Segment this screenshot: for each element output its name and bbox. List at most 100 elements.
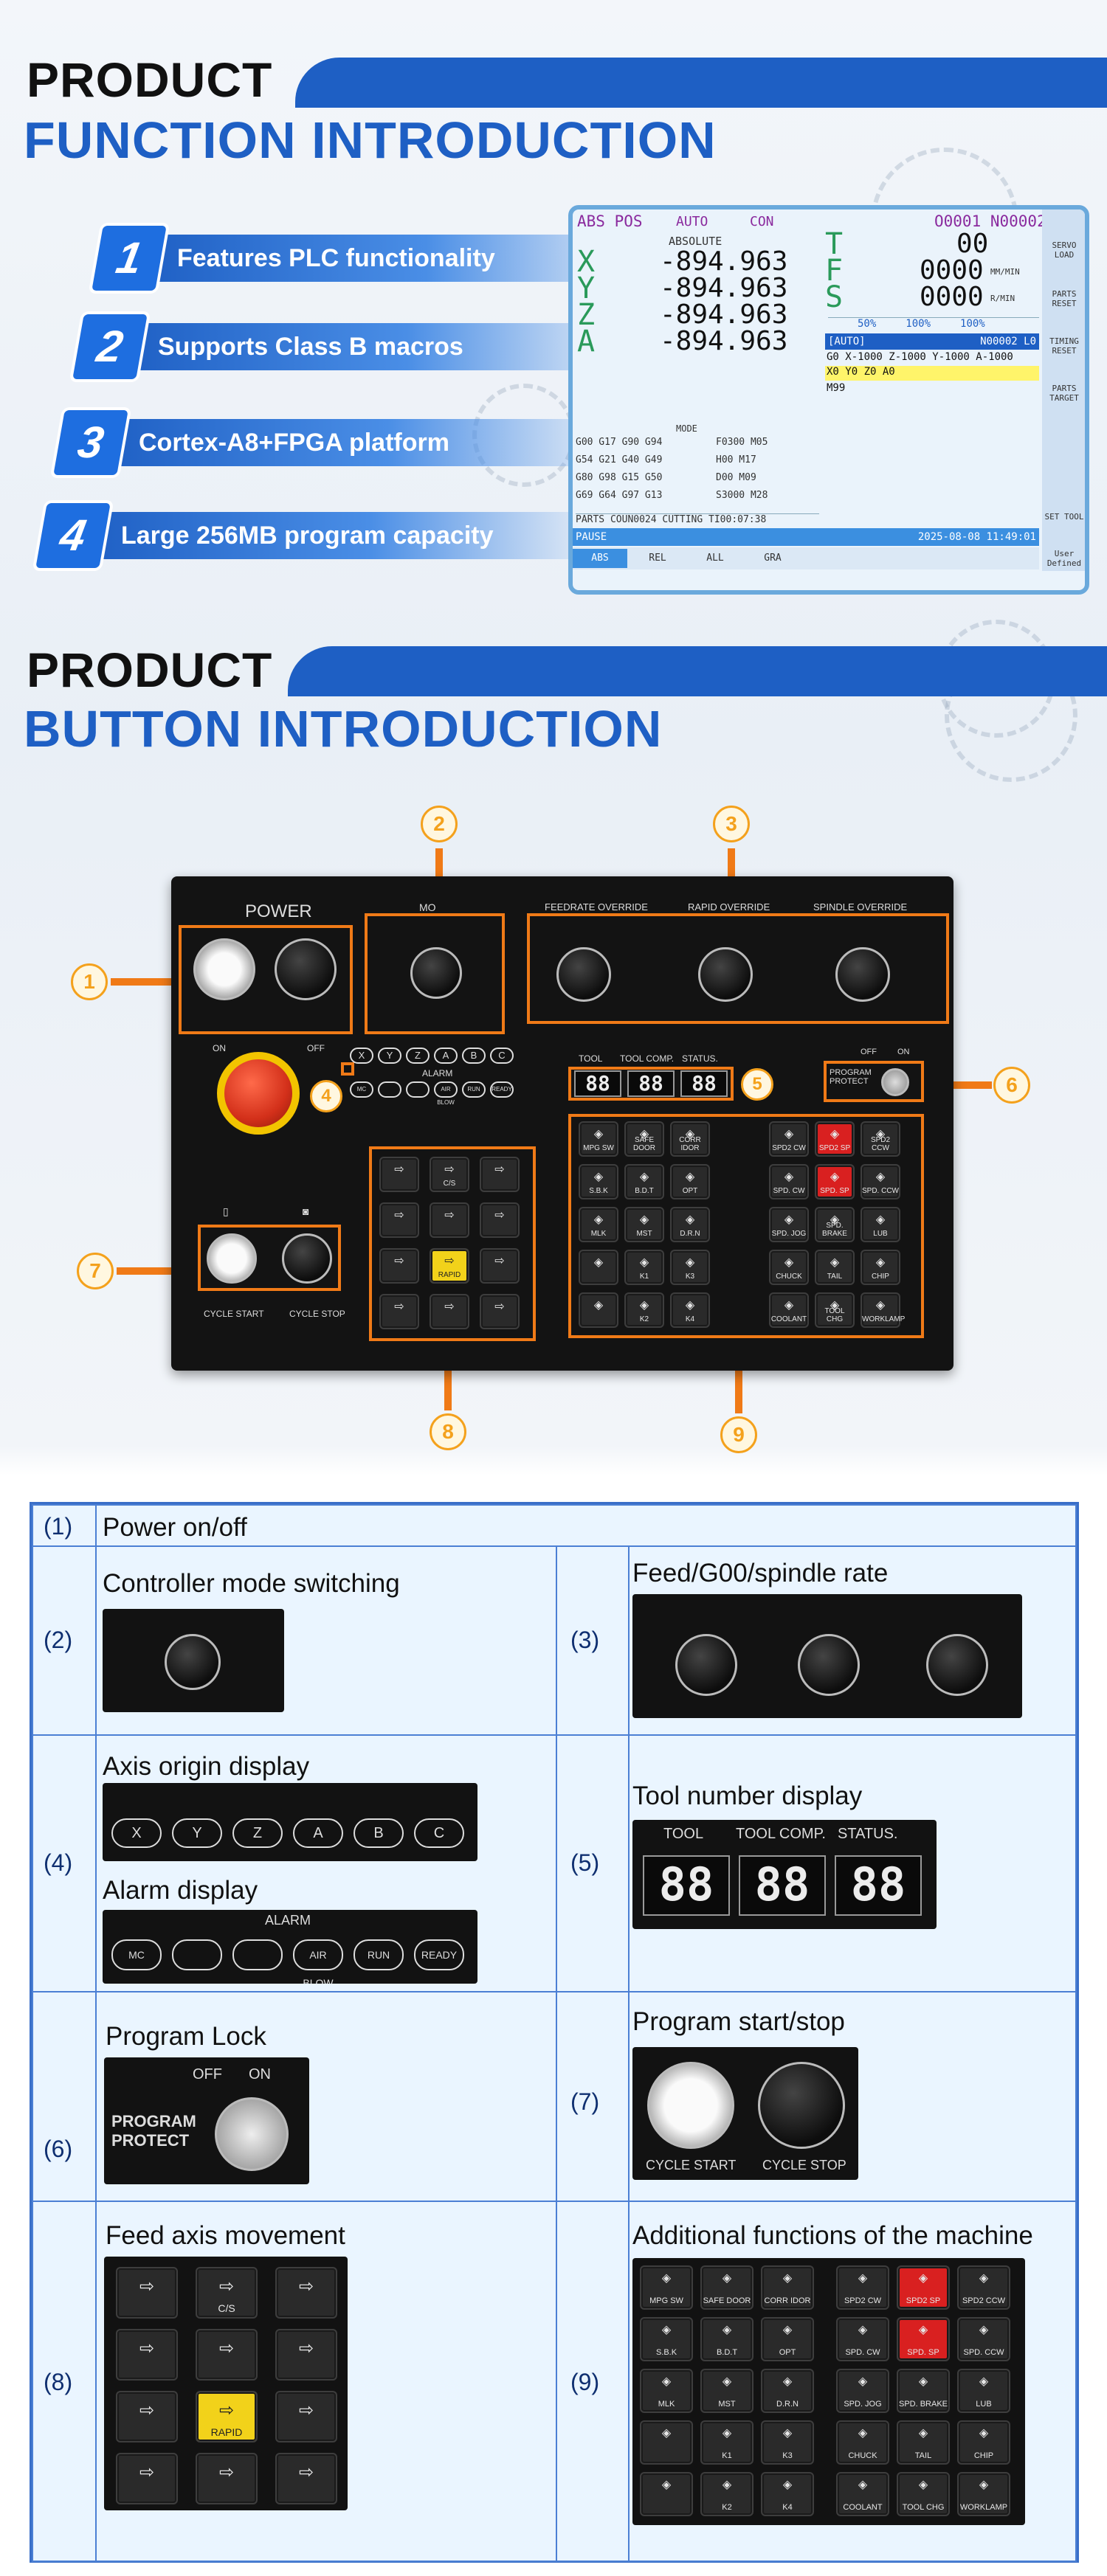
feed-axis-key[interactable]: RAPID⇨	[430, 1248, 469, 1284]
function-key[interactable]: ◈MLK	[579, 1207, 618, 1242]
arrow-icon: ⇨	[494, 1209, 505, 1222]
feed-axis-key[interactable]: ⇨	[379, 1294, 419, 1329]
function-key[interactable]: ◈WORKLAMP	[861, 1292, 905, 1328]
timing-reset-button[interactable]: TIMING RESET	[1049, 336, 1079, 356]
function-key[interactable]: ◈SAFE DOOR	[624, 1121, 664, 1157]
key-label: COOLANT	[843, 2503, 883, 2512]
parts-target-button[interactable]: PARTS TARGET	[1049, 384, 1079, 403]
function-key: ◈K3	[761, 2420, 814, 2465]
function-key[interactable]: ◈SPD. CCW	[861, 1164, 900, 1199]
power-on-button[interactable]	[193, 938, 255, 1000]
feed-axis-key[interactable]: C/S⇨	[430, 1157, 469, 1192]
highlight-box-8	[369, 1146, 536, 1341]
row-8-number: (8)	[32, 2201, 97, 2562]
spindle-override-knob[interactable]	[835, 947, 890, 1002]
function-key[interactable]: ◈K4	[670, 1292, 710, 1328]
feed-axis-key[interactable]: ⇨	[379, 1202, 419, 1238]
function-key[interactable]: ◈SPD2 SP	[815, 1121, 855, 1157]
function-key[interactable]: ◈SPD. CW	[769, 1164, 809, 1199]
function-icon: ◈	[784, 1299, 794, 1312]
highlight-box-6	[824, 1061, 924, 1102]
screen-line: G0 X-1000 Z-1000 Y-1000 A-1000	[827, 351, 1013, 363]
set-tool-button[interactable]: SET TOOL	[1044, 512, 1084, 522]
rapid-override-knob[interactable]	[698, 947, 753, 1002]
power-off-button[interactable]	[275, 938, 337, 1000]
arrow	[111, 978, 183, 986]
function-icon: ◈	[875, 1171, 886, 1183]
function-icon: ◈	[918, 2427, 928, 2440]
function-key[interactable]: ◈CHUCK	[769, 1250, 809, 1285]
feed-axis-key[interactable]: ⇨	[379, 1248, 419, 1284]
function-key[interactable]: ◈	[579, 1292, 618, 1328]
cycle-start-button[interactable]	[207, 1233, 257, 1284]
function-key[interactable]: ◈LUB	[861, 1207, 900, 1242]
function-key: ◈B.D.T	[700, 2317, 753, 2361]
row-title: Feed axis movement	[106, 2221, 345, 2250]
feed-axis-key[interactable]: ⇨	[480, 1248, 520, 1284]
function-key[interactable]: ◈SPD2 CW	[769, 1121, 809, 1157]
function-key[interactable]: ◈SPD2 CCW	[861, 1121, 900, 1157]
arrow-icon: ⇨	[444, 1255, 455, 1267]
row-number: (2)	[44, 1627, 73, 1653]
function-key[interactable]: ◈TAIL	[815, 1250, 855, 1285]
screen-f: F	[825, 254, 844, 288]
function-key[interactable]: ◈B.D.T	[624, 1164, 664, 1199]
key-label: SPD. SP	[907, 2348, 939, 2357]
alarm-indicator: RUN	[462, 1081, 486, 1098]
function-key[interactable]: ◈COOLANT	[769, 1292, 809, 1328]
row-7-number: (7)	[556, 1991, 630, 2202]
function-key[interactable]: ◈CORR IDOR	[670, 1121, 710, 1157]
feature-label: Features PLC functionality	[177, 244, 495, 272]
alarm-indicator	[172, 1939, 222, 1970]
feedrate-override-knob[interactable]	[556, 947, 611, 1002]
feed-axis-key[interactable]: ⇨	[379, 1157, 419, 1192]
function-key[interactable]: ◈TOOL CHG	[815, 1292, 855, 1328]
key-label: SPD. BRAKE	[822, 1222, 847, 1238]
callout-2: 2	[421, 806, 458, 842]
function-key[interactable]: ◈K3	[670, 1250, 710, 1285]
mode-switch-knob[interactable]	[410, 947, 462, 999]
section1-title: PRODUCT	[27, 52, 273, 107]
function-key[interactable]: ◈K1	[624, 1250, 664, 1285]
function-key[interactable]: ◈MST	[624, 1207, 664, 1242]
function-key[interactable]: ◈D.R.N	[670, 1207, 710, 1242]
tab-gra[interactable]: GRA	[764, 553, 782, 564]
feed-axis-key[interactable]: ⇨	[480, 1202, 520, 1238]
tab-rel[interactable]: REL	[649, 553, 666, 564]
key-label: MST	[636, 1230, 652, 1238]
modal-line: H00 M17	[716, 454, 756, 465]
screen-overrides: 50%100%100%	[828, 317, 1039, 332]
feed-axis-key[interactable]: ⇨	[430, 1294, 469, 1329]
function-key[interactable]: ◈SPD. BRAKE	[815, 1207, 855, 1242]
function-key[interactable]: ◈K2	[624, 1292, 664, 1328]
function-key[interactable]: ◈SPD. SP	[815, 1164, 855, 1199]
arrow-icon: ⇨	[139, 2338, 155, 2358]
key-label: TAIL	[827, 1273, 843, 1281]
function-key[interactable]: ◈S.B.K	[579, 1164, 618, 1199]
feed-axis-key[interactable]: ⇨	[480, 1157, 520, 1192]
function-key[interactable]: ◈CHIP	[861, 1250, 900, 1285]
function-key[interactable]: ◈	[579, 1250, 618, 1285]
emergency-stop-button[interactable]	[217, 1052, 300, 1135]
screen-line: M99	[827, 382, 846, 394]
function-key[interactable]: ◈MPG SW	[579, 1121, 618, 1157]
row-7-body: Program start/stop CYCLE START CYCLE STO…	[628, 1991, 1077, 2202]
tab-all[interactable]: ALL	[706, 553, 724, 564]
function-key: ◈D.R.N	[761, 2369, 814, 2413]
servo-load-button[interactable]: SERVO LOAD	[1052, 240, 1077, 260]
function-key[interactable]: ◈SPD. JOG	[769, 1207, 809, 1242]
tab-abs[interactable]: ABS	[573, 549, 627, 568]
key-label: D.R.N	[776, 2400, 799, 2409]
parts-reset-button[interactable]: PARTS RESET	[1052, 289, 1077, 308]
function-key[interactable]: ◈OPT	[670, 1164, 710, 1199]
program-lock-key[interactable]	[881, 1068, 909, 1096]
feed-axis-key[interactable]: ⇨	[430, 1202, 469, 1238]
feedrate-override-label: FEEDRATE OVERRIDE	[545, 901, 648, 913]
control-panel: POWER ON OFF MO FEEDRATE OVERRIDE RAPID …	[171, 876, 953, 1371]
arrow-icon: ⇨	[494, 1301, 505, 1313]
user-defined-button[interactable]: User Defined	[1046, 549, 1082, 568]
status-display: 88	[680, 1070, 728, 1097]
cycle-stop-button[interactable]	[282, 1233, 332, 1284]
feed-axis-key[interactable]: ⇨	[480, 1294, 520, 1329]
spindle-override-label: SPINDLE OVERRIDE	[813, 901, 908, 913]
